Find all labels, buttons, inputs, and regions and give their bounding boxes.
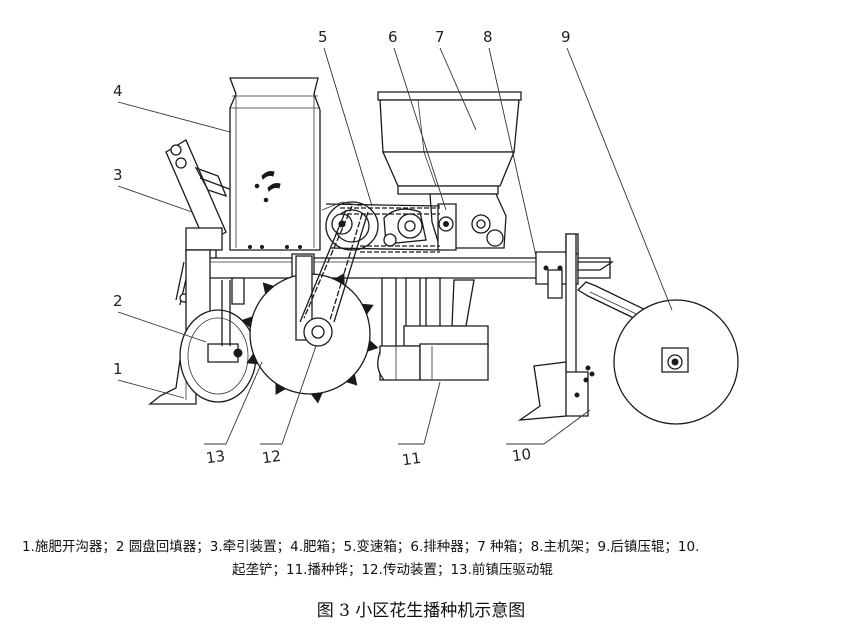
seeding-shares [378, 326, 488, 380]
roller-spike [263, 283, 273, 293]
callout-8: 8 [483, 28, 493, 46]
callout-labels: 1 2 3 4 5 6 7 8 9 10 11 12 13 [113, 28, 571, 469]
callout-1: 1 [113, 360, 123, 378]
callout-2: 2 [113, 292, 123, 310]
roller-spike [335, 274, 344, 285]
callout-5: 5 [318, 28, 328, 46]
roller-spike [362, 304, 373, 314]
parts-legend: 1.施肥开沟器；2 圆盘回填器；3.牵引装置；4.肥箱；5.变速箱；6.排种器；… [22, 536, 832, 582]
transmission-chain [300, 206, 368, 346]
disc-backfiller [180, 280, 256, 402]
callout-10: 10 [511, 445, 532, 465]
seed-box [378, 92, 521, 194]
ridging-shovel [520, 234, 594, 420]
roller-spike [242, 317, 252, 328]
callout-9: 9 [561, 28, 571, 46]
callout-11: 11 [401, 449, 422, 469]
callout-6: 6 [388, 28, 398, 46]
roller-spike [311, 393, 322, 403]
roller-spike [367, 341, 377, 352]
seed-metering-device [430, 194, 506, 250]
callout-4: 4 [113, 82, 123, 100]
callout-3: 3 [113, 166, 123, 184]
roller-spike [346, 374, 356, 384]
roller-spike [276, 383, 285, 394]
callout-12: 12 [261, 447, 282, 467]
upper-drive-chain [340, 208, 440, 252]
legend-line-2: 起垄铲；11.播种铧；12.传动装置；13.前镇压驱动辊 [232, 562, 553, 578]
rear-press-roller [578, 282, 738, 424]
fertilizer-box [230, 78, 320, 250]
roller-spike [247, 354, 258, 364]
callout-13: 13 [205, 447, 226, 467]
callout-7: 7 [435, 28, 445, 46]
leader-lines [118, 48, 672, 444]
seeder-schematic-drawing: 1 2 3 4 5 6 7 8 9 10 11 12 13 [113, 28, 842, 469]
figure-caption: 图 3 小区花生播种机示意图 [316, 601, 526, 621]
legend-line-1: 1.施肥开沟器；2 圆盘回填器；3.牵引装置；4.肥箱；5.变速箱；6.排种器；… [22, 539, 700, 555]
